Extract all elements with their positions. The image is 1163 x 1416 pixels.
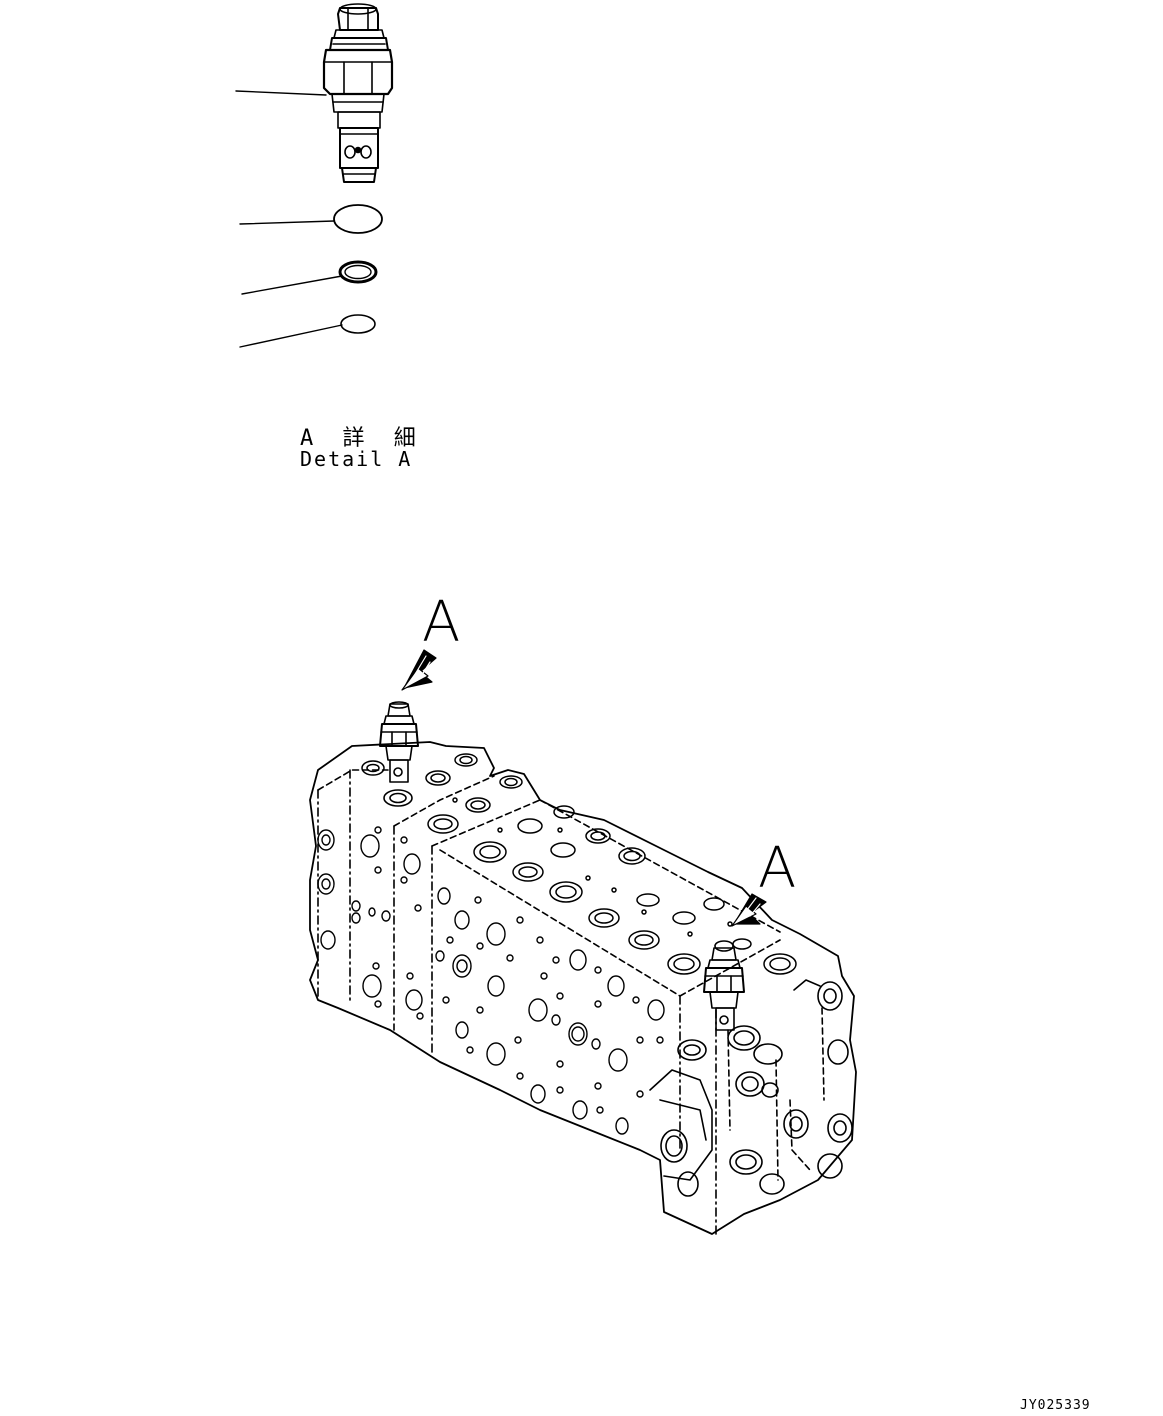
callout-label-lower: A bbox=[758, 836, 797, 901]
backup-ring bbox=[340, 262, 376, 282]
detail-title-english: Detail A bbox=[300, 447, 413, 471]
callout-label-upper: A bbox=[422, 590, 461, 655]
control-valve-body bbox=[310, 742, 856, 1234]
drawing-number: JY025339 bbox=[1020, 1398, 1091, 1413]
leader-lines bbox=[236, 91, 342, 347]
relief-valve-installed-left bbox=[380, 702, 418, 806]
relief-valve-cartridge bbox=[324, 4, 392, 182]
o-ring-large bbox=[334, 205, 382, 233]
callout-arrow-lower bbox=[732, 894, 766, 926]
callout-arrow-upper bbox=[402, 650, 436, 690]
o-ring-small bbox=[341, 315, 375, 333]
detail-title-japanese: A 詳 細 bbox=[300, 426, 424, 451]
relief-valve-installed-right bbox=[704, 941, 744, 1030]
